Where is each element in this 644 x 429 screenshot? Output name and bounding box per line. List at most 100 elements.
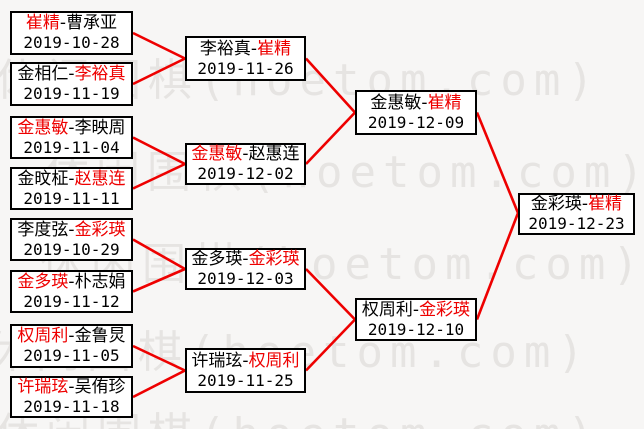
name-separator: -	[68, 64, 75, 84]
match-date: 2019-11-11	[23, 188, 120, 208]
connector-line	[305, 111, 356, 165]
match-box-r2-m1: 李裕真-崔精 2019-11-26	[185, 36, 306, 81]
match-date: 2019-11-19	[23, 84, 120, 103]
connector-line	[132, 369, 186, 399]
player-name: 金多瑛	[17, 271, 69, 292]
player-name: 崔精	[257, 38, 292, 59]
player-name: 权周利	[17, 326, 69, 346]
connector-line	[305, 268, 356, 321]
match-date: 2019-11-18	[23, 397, 120, 416]
name-separator: -	[68, 326, 75, 346]
match-date: 2019-10-29	[23, 239, 120, 259]
match-date: 2019-11-26	[197, 58, 294, 78]
match-box-sf-m2: 权周利-金彩瑛 2019-12-10	[355, 298, 477, 341]
match-date: 2019-11-04	[23, 137, 120, 157]
name-separator: -	[68, 271, 75, 292]
match-box-r1-m3: 金惠敏-李映周 2019-11-04	[10, 116, 133, 159]
connector-line	[132, 31, 186, 60]
match-box-r1-m7: 权周利-金鲁炅 2019-11-05	[10, 324, 133, 368]
player-name: 金彩瑛	[530, 194, 582, 214]
match-box-sf-m1: 金惠敏-崔精 2019-12-09	[355, 90, 477, 135]
match-date: 2019-11-25	[197, 370, 294, 390]
match-date: 2019-12-23	[528, 214, 625, 233]
name-separator: -	[68, 168, 75, 189]
connector-line	[132, 267, 186, 293]
player-name: 金彩瑛	[74, 219, 126, 240]
match-box-r1-m1: 崔精-曹承亚 2019-10-28	[10, 11, 133, 55]
match-box-r2-m4: 许瑞玹-权周利 2019-11-25	[185, 348, 306, 393]
player-name: 权周利	[248, 350, 300, 371]
name-separator: -	[68, 117, 75, 138]
match-box-r1-m6: 金多瑛-朴志娟 2019-11-12	[10, 270, 133, 313]
player-name: 赵惠连	[248, 144, 300, 164]
player-name: 许瑞玹	[17, 377, 69, 397]
match-date: 2019-12-10	[367, 319, 465, 339]
match-players: 金旼柾-赵惠连	[17, 169, 125, 189]
player-name: 李映周	[74, 117, 126, 138]
match-players: 权周利-金彩瑛	[362, 300, 470, 320]
player-name: 金彩瑛	[419, 299, 471, 320]
player-name: 金惠敏	[191, 144, 243, 164]
connector-line	[475, 112, 520, 214]
match-box-r1-m8: 许瑞玹-吴侑珍 2019-11-18	[10, 376, 133, 418]
match-players: 金多瑛-金彩瑛	[191, 249, 299, 269]
player-name: 金彩瑛	[248, 249, 300, 269]
match-players: 许瑞玹-吴侑珍	[17, 377, 125, 397]
connector-line	[132, 344, 186, 372]
match-date: 2019-10-28	[23, 33, 120, 52]
name-separator: -	[581, 194, 589, 214]
player-name: 崔精	[588, 194, 623, 214]
player-name: 金旼柾	[17, 168, 69, 189]
player-name: 金鲁炅	[74, 326, 126, 346]
watermark-text: 休闲围棋(hoetom.com)	[0, 398, 601, 429]
match-players: 金彩瑛-崔精	[531, 194, 622, 214]
name-separator: -	[242, 144, 249, 164]
player-name: 曹承亚	[66, 13, 118, 33]
connector-line	[305, 318, 356, 372]
match-box-final: 金彩瑛-崔精 2019-12-23	[518, 193, 635, 235]
match-box-r1-m4: 金旼柾-赵惠连 2019-11-11	[10, 167, 133, 210]
player-name: 李裕真	[74, 64, 126, 84]
name-separator: -	[412, 299, 420, 320]
player-name: 崔精	[427, 92, 462, 113]
player-name: 朴志娟	[74, 271, 126, 292]
match-date: 2019-12-09	[367, 112, 465, 132]
player-name: 金多瑛	[191, 249, 243, 269]
match-players: 崔精-曹承亚	[26, 13, 117, 33]
match-players: 金惠敏-李映周	[17, 118, 125, 138]
player-name: 崔精	[25, 13, 60, 33]
match-date: 2019-12-02	[197, 164, 294, 183]
connector-line	[475, 212, 520, 320]
match-date: 2019-12-03	[197, 269, 294, 288]
match-players: 金惠敏-赵惠连	[191, 144, 299, 164]
connector-line	[132, 136, 186, 166]
watermark-text: 休闲围棋(hoetom.com)	[45, 147, 644, 198]
name-separator: -	[250, 38, 258, 59]
connector-line	[132, 57, 186, 86]
player-name: 李度弦	[17, 219, 69, 240]
match-box-r1-m5: 李度弦-金彩瑛 2019-10-29	[10, 218, 133, 261]
player-name: 李裕真	[199, 38, 251, 59]
match-date: 2019-11-12	[23, 291, 120, 311]
player-name: 金相仁	[17, 64, 69, 84]
player-name: 吴侑珍	[74, 377, 126, 397]
match-players: 金多瑛-朴志娟	[17, 272, 125, 292]
match-players: 权周利-金鲁炅	[17, 326, 125, 346]
name-separator: -	[421, 92, 428, 113]
match-players: 许瑞玹-权周利	[191, 351, 299, 371]
name-separator: -	[59, 13, 67, 33]
player-name: 赵惠连	[74, 168, 126, 189]
name-separator: -	[242, 350, 249, 371]
name-separator: -	[242, 249, 249, 269]
name-separator: -	[68, 219, 75, 240]
connector-line	[305, 57, 356, 114]
match-box-r2-m3: 金多瑛-金彩瑛 2019-12-03	[185, 248, 306, 290]
connector-line	[132, 162, 186, 190]
player-name: 许瑞玹	[191, 350, 243, 371]
player-name: 权周利	[361, 299, 413, 320]
match-date: 2019-11-05	[23, 346, 120, 365]
match-players: 金相仁-李裕真	[17, 64, 125, 84]
match-box-r1-m2: 金相仁-李裕真 2019-11-19	[10, 62, 133, 106]
